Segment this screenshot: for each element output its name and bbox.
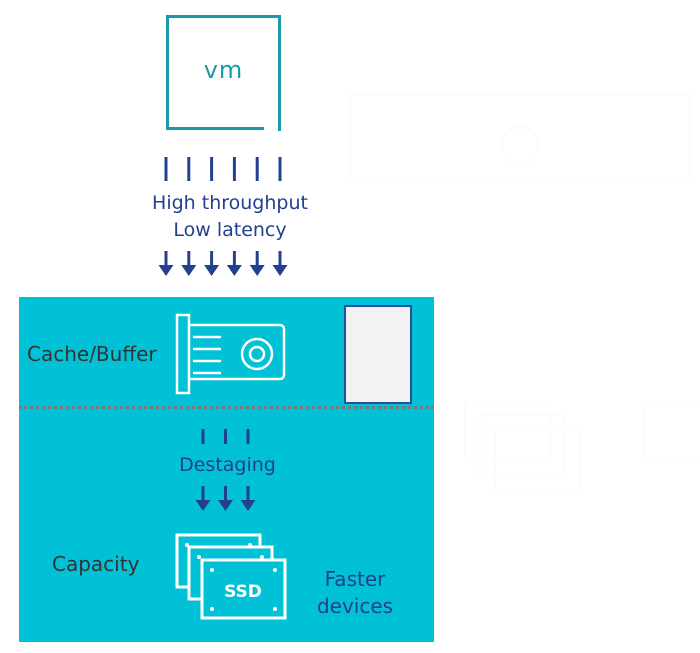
vm-label: vm	[203, 56, 244, 84]
down-arrow-icon	[195, 486, 211, 511]
vm-box-edge	[166, 127, 264, 130]
flow-bar	[224, 429, 227, 444]
down-arrow-icon	[272, 251, 288, 276]
capacity-tier-label: Capacity	[52, 552, 140, 576]
ssd-stack-icon: SSD	[175, 533, 287, 620]
flow-bar	[278, 157, 282, 181]
cache-tier-label: Cache/Buffer	[27, 342, 157, 366]
note-line2: devices	[316, 594, 394, 618]
flow-bar	[255, 157, 259, 181]
note-line1: Faster	[324, 567, 386, 591]
tier-divider	[19, 406, 434, 409]
vm-box-edge	[278, 15, 281, 131]
down-arrow-icon	[249, 251, 265, 276]
flow-bar	[201, 429, 205, 444]
vm-box	[166, 15, 281, 130]
flow-bar	[246, 429, 250, 444]
destaging-graphic	[195, 429, 256, 511]
flow-bar	[164, 157, 168, 181]
top-flow-label: High throughput Low latency	[130, 190, 330, 244]
down-arrow-icon	[218, 486, 233, 511]
ssd-label: SSD	[224, 582, 262, 602]
flow-bar	[232, 157, 236, 181]
down-arrow-icon	[204, 251, 220, 276]
flow-bar	[210, 157, 214, 181]
down-arrow-icon	[226, 251, 242, 276]
destaging-label: Destaging	[179, 454, 276, 476]
down-arrow-icon	[181, 251, 197, 276]
flow-bar	[187, 157, 191, 181]
top-flow-graphic	[158, 157, 288, 276]
down-arrow-icon	[158, 251, 174, 276]
down-arrow-icon	[240, 486, 256, 511]
cache-card-icon	[175, 313, 286, 395]
latency-text: Low latency	[173, 219, 287, 241]
cache-card-panel	[344, 305, 412, 404]
ghost-ssd-graphic	[464, 400, 700, 491]
faster-devices-note: Faster devices	[305, 566, 405, 620]
throughput-text: High throughput	[152, 192, 308, 214]
ghost-graphic	[349, 94, 691, 181]
